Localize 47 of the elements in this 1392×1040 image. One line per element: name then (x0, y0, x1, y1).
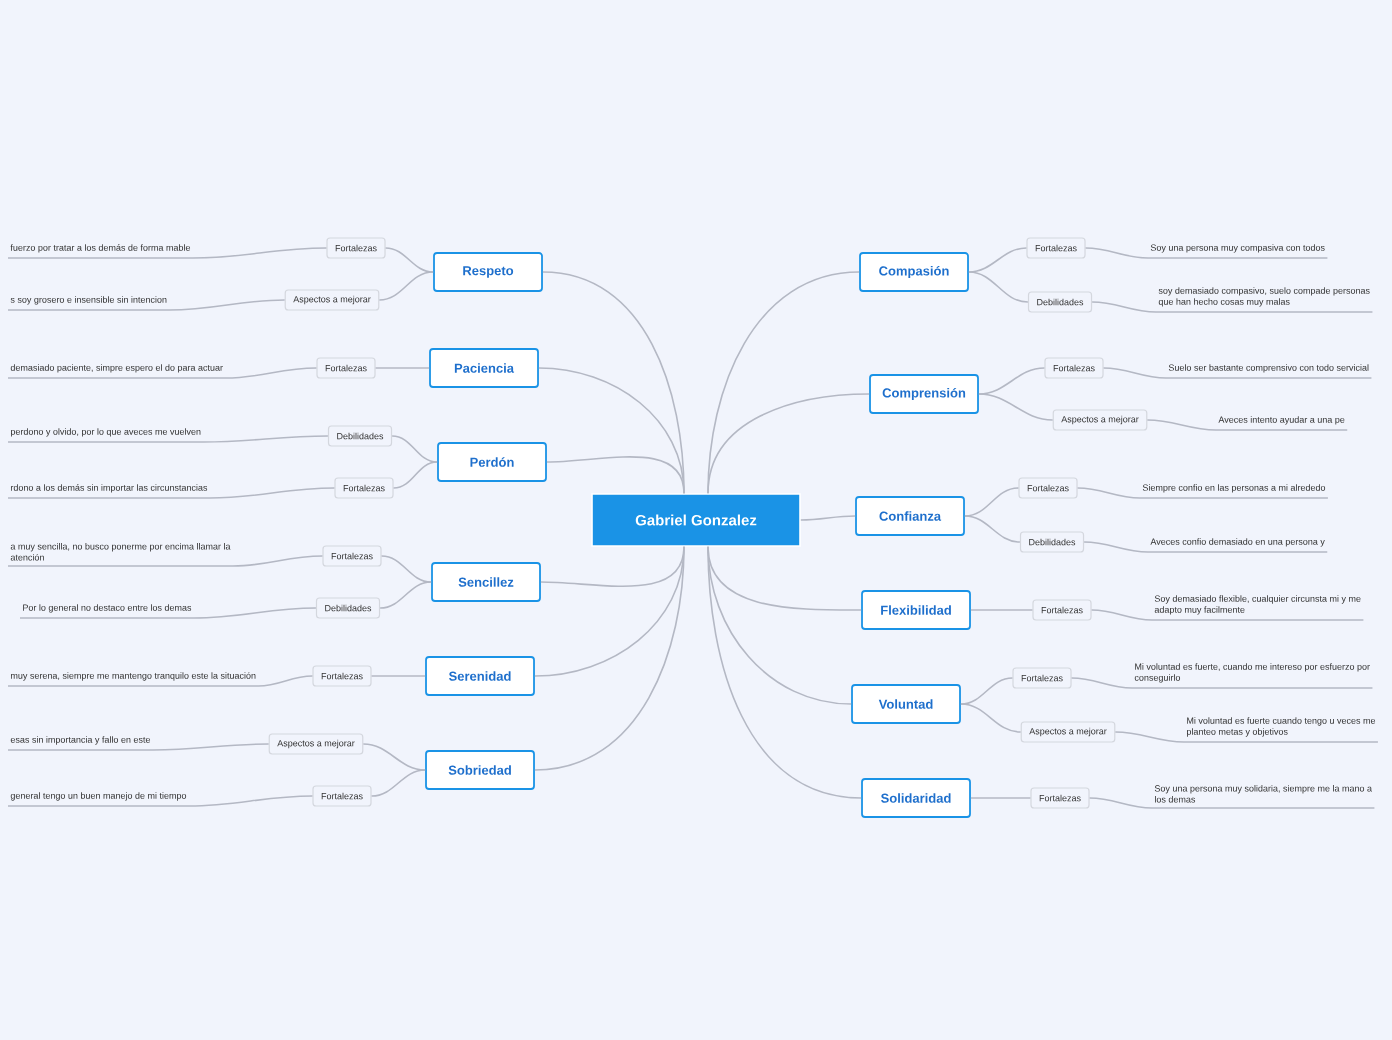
connector-line (1076, 487, 1329, 499)
connector-line (978, 393, 1054, 421)
connector-line (1114, 731, 1379, 743)
connector-line (1088, 797, 1376, 809)
connector-line (546, 456, 685, 494)
connector-line (370, 769, 426, 797)
connector-line (964, 487, 1020, 517)
connector-line (1102, 367, 1373, 379)
connector-line (362, 743, 426, 771)
connector-line (978, 367, 1046, 395)
connector-line (378, 271, 434, 301)
connector-line (534, 546, 685, 771)
connector-line (379, 581, 432, 609)
connector-line (1084, 247, 1329, 259)
connector-line (374, 367, 430, 369)
connector-line (968, 247, 1028, 273)
connector-line (1070, 677, 1374, 689)
connector-line (7, 743, 270, 751)
connector-line (960, 703, 1022, 733)
connector-line (7, 435, 329, 443)
connector-line (391, 435, 438, 463)
connector-line (964, 515, 1021, 543)
connector-line (392, 461, 438, 489)
connector-line (1146, 419, 1349, 431)
connector-line (7, 247, 328, 259)
connector-line (7, 795, 314, 807)
connector-line (7, 555, 324, 567)
connector-line (7, 299, 286, 311)
connector-line (380, 555, 432, 583)
connector-line (7, 487, 336, 499)
connector-line (1083, 541, 1329, 553)
connector-line (538, 367, 685, 494)
connector-line (1090, 609, 1365, 621)
connector-line (370, 675, 426, 677)
connector-line (542, 271, 685, 494)
connector-line (7, 367, 318, 379)
connector-line (970, 797, 1032, 799)
connector-line (800, 515, 856, 521)
connector-line (19, 607, 317, 619)
connector-line (707, 546, 862, 799)
connector-line (960, 677, 1014, 705)
connector-line (1091, 301, 1374, 313)
connector-line (968, 271, 1029, 303)
connector-line (384, 247, 434, 273)
connector-line (7, 675, 314, 687)
connector-line (707, 393, 870, 494)
connector-line (970, 609, 1034, 611)
